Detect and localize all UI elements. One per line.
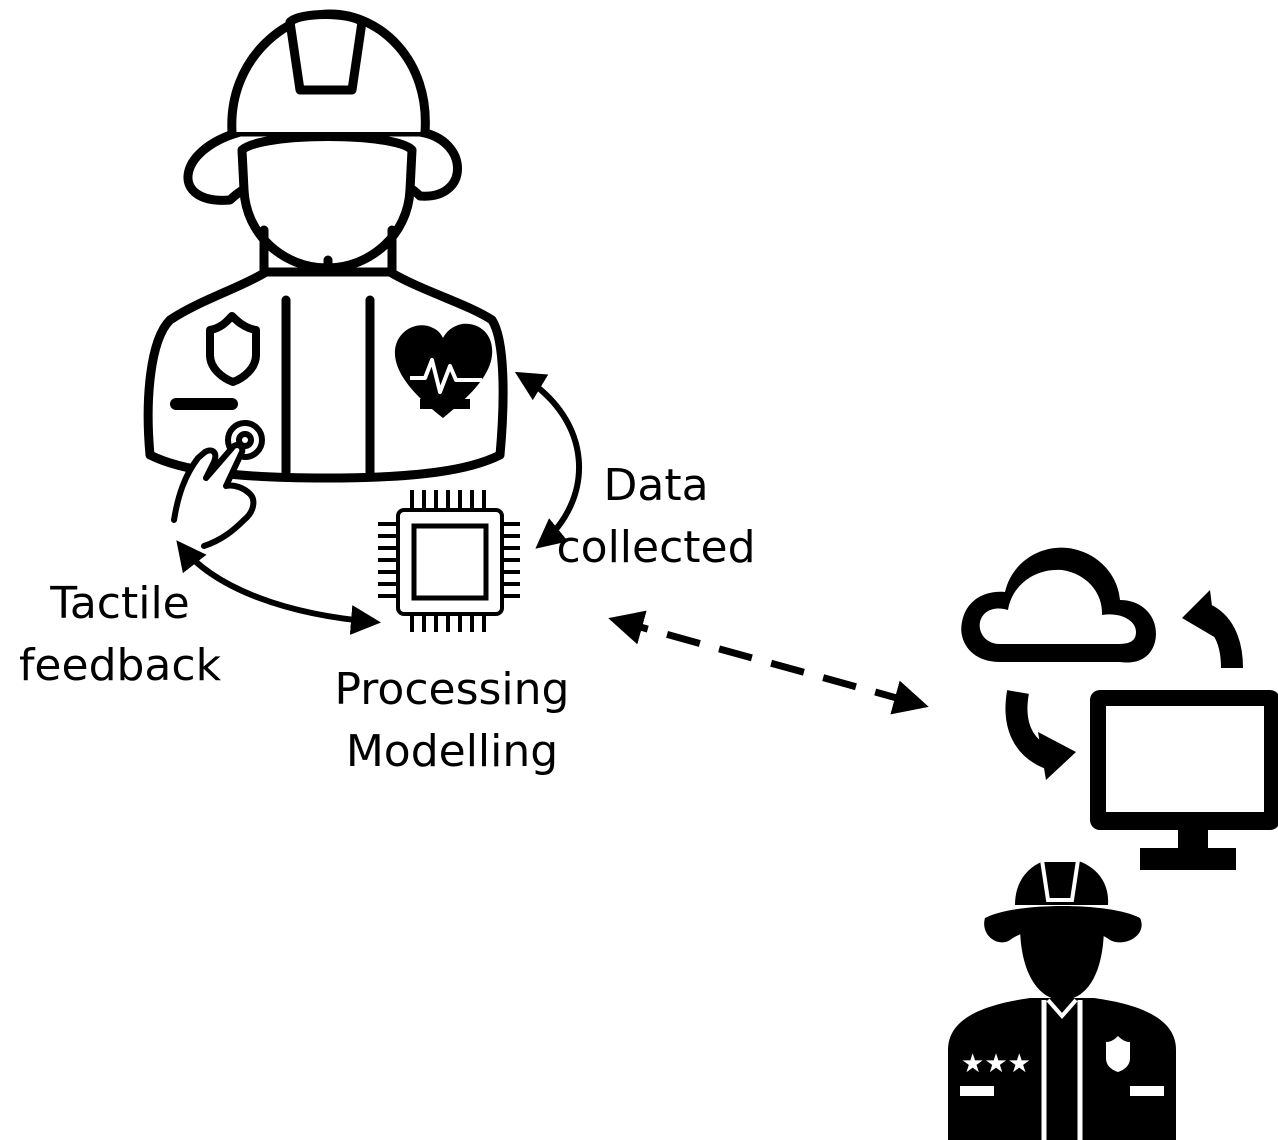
label-collected: collected: [556, 522, 755, 573]
firefighter-commander-icon: ★★★: [948, 858, 1176, 1140]
label-processing: Processing: [335, 664, 570, 715]
label-tactile: Tactile: [49, 578, 190, 629]
sync-arrow-lower-icon: [1005, 690, 1076, 780]
hand-touch-icon: [171, 420, 265, 549]
sync-arrow-upper-icon: [1182, 590, 1243, 669]
data-collected-arrow: [514, 371, 582, 549]
shield-badge-icon: [206, 312, 260, 386]
label-data: Data: [603, 460, 708, 511]
processor-chip-icon: [378, 490, 520, 632]
remote-link-arrow: [608, 610, 929, 715]
tactile-feedback-arrow: [176, 540, 381, 635]
monitor-icon: [1090, 690, 1278, 870]
label-modelling: Modelling: [346, 726, 558, 777]
label-feedback: feedback: [19, 640, 222, 691]
svg-text:★★★: ★★★: [961, 1049, 1031, 1079]
cloud-icon: [961, 547, 1156, 663]
heart-pulse-icon: [394, 323, 493, 418]
